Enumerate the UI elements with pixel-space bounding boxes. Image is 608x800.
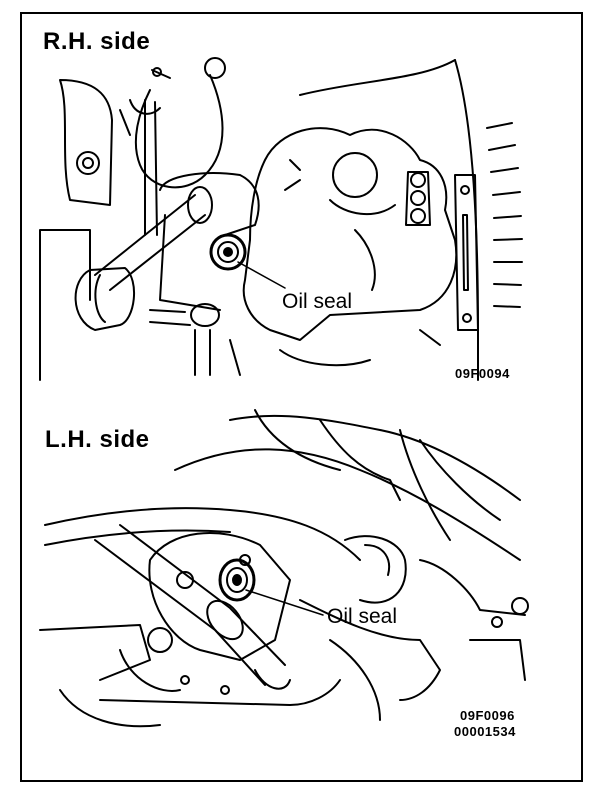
lh-figure-code: 09F0096 (460, 708, 515, 723)
lh-oil-seal-label: Oil seal (327, 605, 398, 628)
rh-side-heading: R.H. side (43, 28, 151, 55)
lh-document-code: 00001534 (454, 724, 516, 739)
rh-oil-seal-label: Oil seal (282, 290, 353, 313)
illustration-frame (20, 12, 583, 782)
lh-side-drawing (39, 409, 529, 728)
lh-side-heading: L.H. side (45, 426, 150, 453)
rh-side-drawing (39, 57, 523, 381)
rh-figure-code: 09F0094 (455, 366, 510, 381)
